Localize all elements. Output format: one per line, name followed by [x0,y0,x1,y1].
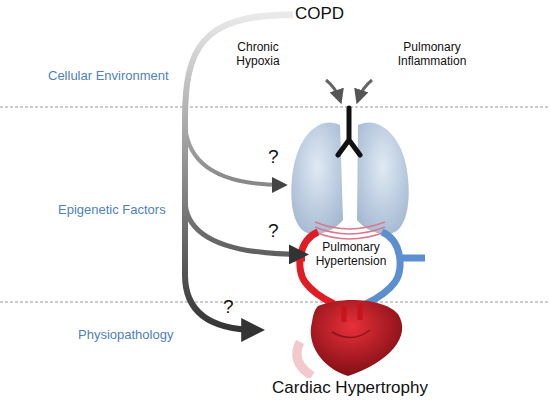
question-mark: ? [268,220,279,242]
heart-illustration [260,292,440,378]
connector-arrow [185,14,303,254]
pulmonary-vessels [315,222,385,239]
vein-stub [398,255,425,262]
cause-arrow [358,80,372,100]
band-divider [0,302,550,303]
node-text: Pulmonary Hypertension [305,240,397,269]
trachea [338,108,360,155]
band-label: Cellular Environment [48,68,169,83]
band-label: Epigenetic Factors [58,202,166,217]
question-mark: ? [223,296,234,318]
band-label: Physiopathology [78,327,173,342]
right-lung [357,122,409,234]
question-mark: ? [268,146,279,168]
node-text: COPD [295,4,344,24]
band-divider [0,107,550,108]
condition-loop: Pulmonary Hypertension [305,240,397,269]
connector-arrow [185,14,293,330]
heart-node: Cardiac Hypertrophy [260,292,440,398]
cause-label: Pulmonary Inflammation [387,40,477,68]
left-lung [291,122,343,234]
cause-label: Chronic Hypoxia [223,40,293,68]
node-text: Cardiac Hypertrophy [260,378,440,398]
source-label: COPD [295,4,344,24]
cause-arrow [326,80,340,100]
